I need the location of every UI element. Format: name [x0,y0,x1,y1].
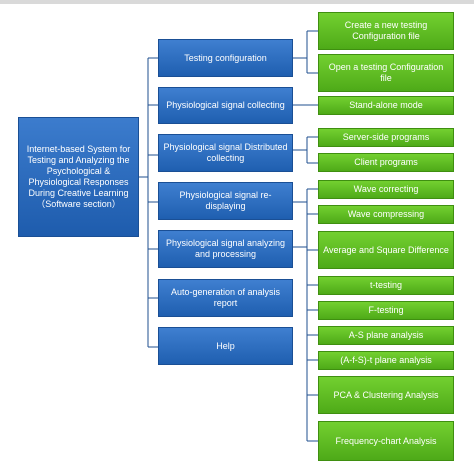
top-strip [0,0,474,4]
function-t-testing: t-testing [318,276,454,295]
function-label: F-testing [368,305,404,315]
function-label: PCA & Clustering Analysis [333,389,439,400]
function-wave-correcting: Wave correcting [318,180,454,199]
function-label: t-testing [369,280,402,290]
function-label: Client programs [354,157,418,167]
function-frequency-chart: Frequency-chart Analysis [318,421,454,461]
function-label: Wave correcting [353,184,419,194]
module-label: Testing configuration [184,52,267,63]
module-testing-configuration: Testing configuration [158,39,293,77]
function-label: Create a new testing Configuration file [344,20,428,41]
function-label: Frequency-chart Analysis [335,435,437,446]
function-pca-clustering: PCA & Clustering Analysis [318,376,454,414]
module-label: Physiological signal re-displaying [179,190,272,211]
module-signal-re-displaying: Physiological signal re-displaying [158,182,293,220]
function-client: Client programs [318,153,454,172]
function-label: Wave compressing [347,209,425,219]
function-label: (A-f-S)-t plane analysis [340,355,432,365]
module-distributed-collecting: Physiological signal Distributed collect… [158,134,293,172]
module-label: Physiological signal collecting [166,100,285,110]
function-label: Average and Square Difference [323,244,449,255]
function-label: Server-side programs [342,132,430,142]
root-system-label: Internet-based System for Testing and An… [26,144,131,209]
function-open-config: Open a testing Configuration file [318,54,454,92]
function-average-square: Average and Square Difference [318,231,454,269]
function-label: A-S plane analysis [348,330,424,340]
function-f-testing: F-testing [318,301,454,320]
function-create-config: Create a new testing Configuration file [318,12,454,50]
function-stand-alone: Stand-alone mode [318,96,454,115]
module-analyzing-processing: Physiological signal analyzing and proce… [158,230,293,268]
module-auto-report: Auto-generation of analysis report [158,279,293,317]
module-label: Physiological signal analyzing and proce… [165,238,286,259]
module-help: Help [158,327,293,365]
module-signal-collecting: Physiological signal collecting [158,87,293,124]
module-label: Help [216,340,235,351]
root-system-box: Internet-based System for Testing and An… [18,117,139,237]
function-afs-t-plane: (A-f-S)-t plane analysis [318,351,454,370]
function-as-plane: A-S plane analysis [318,326,454,345]
module-label: Physiological signal Distributed collect… [163,142,288,163]
function-label: Stand-alone mode [349,100,423,110]
function-server-side: Server-side programs [318,128,454,147]
module-label: Auto-generation of analysis report [170,287,281,308]
function-wave-compressing: Wave compressing [318,205,454,224]
function-label: Open a testing Configuration file [328,62,444,83]
